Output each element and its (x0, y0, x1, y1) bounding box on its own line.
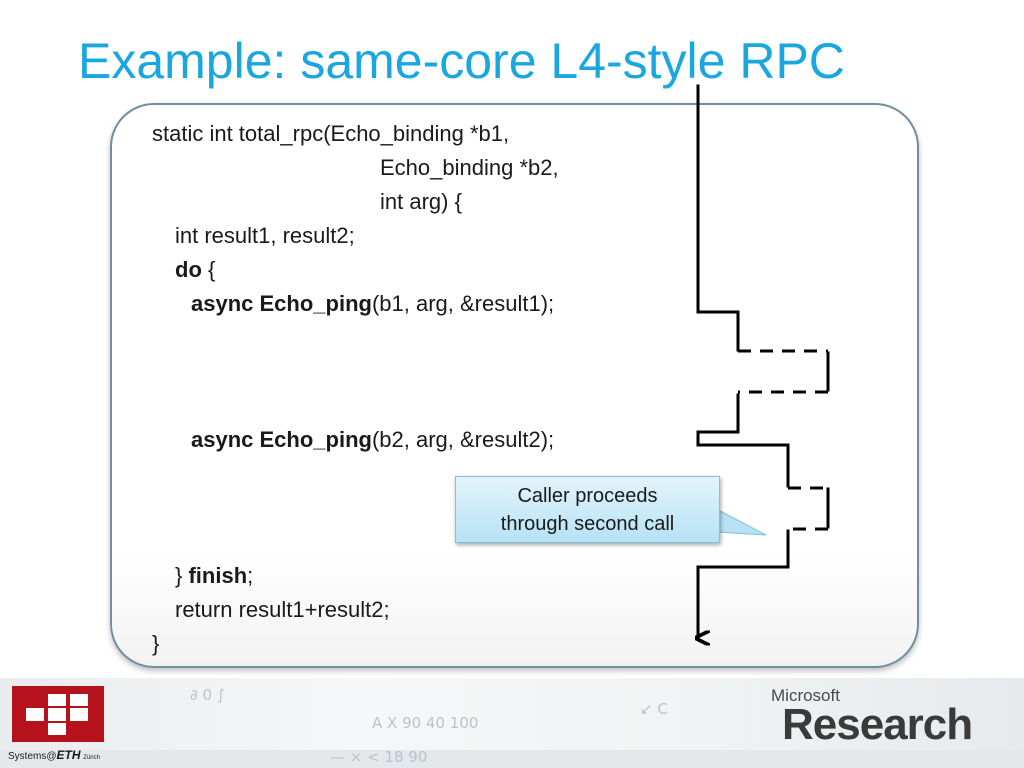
slide-title: Example: same-core L4-style RPC (78, 33, 845, 89)
code-line-2: Echo_binding *b2, (380, 155, 559, 180)
code-line-3: int arg) { (380, 189, 462, 214)
code-keyword-async: async Echo_ping (191, 427, 372, 452)
footer-strip (0, 750, 1024, 768)
eth-suffix: Zürich (83, 755, 100, 761)
eth-bold: ETH (56, 748, 81, 762)
code-line-7: async Echo_ping(b2, arg, &result2); (191, 427, 554, 453)
caller-final-line (698, 529, 790, 638)
code-line-6: async Echo_ping(b1, arg, &result1); (191, 291, 554, 317)
eth-wordmark: Systems@ETH Zürich (8, 748, 100, 762)
code-text: { (201, 257, 216, 282)
code-text: (b2, arg, &result2); (371, 427, 555, 452)
background-scribble: ↙ C (640, 700, 668, 718)
callee-return-step (696, 393, 790, 488)
code-line-4: int result1, result2; (175, 223, 355, 248)
background-scribble: — × < 18 90 (330, 748, 428, 766)
code-text: } (175, 563, 189, 588)
code-keyword-finish: finish (188, 563, 248, 588)
code-line-10: } (152, 631, 160, 656)
code-line-9: return result1+result2; (175, 597, 390, 622)
background-scribble: ∂ 0 ∫ (190, 686, 225, 704)
code-keyword-do: do (175, 257, 202, 282)
callout-box: Caller proceeds through second call (455, 476, 720, 543)
callout-line-2: through second call (500, 512, 675, 535)
eth-logo-icon (12, 686, 104, 742)
code-text: (b1, arg, &result1); (371, 291, 555, 316)
code-box (110, 103, 919, 668)
microsoft-wordmark: Microsoft (771, 686, 840, 705)
eth-prefix: Systems@ (8, 751, 57, 762)
callout-line-1: Caller proceeds (517, 484, 658, 507)
code-keyword-async: async Echo_ping (191, 291, 372, 316)
research-wordmark: Research (782, 700, 973, 749)
code-line-1: static int total_rpc(Echo_binding *b1, (152, 121, 510, 146)
background-scribble: A X 90 40 100 (372, 714, 479, 732)
callout-pointer (717, 509, 767, 536)
code-line-5: do { (175, 257, 215, 283)
caller-thread-line (696, 84, 740, 352)
code-line-8: } finish; (175, 563, 253, 589)
code-text: ; (247, 563, 254, 588)
